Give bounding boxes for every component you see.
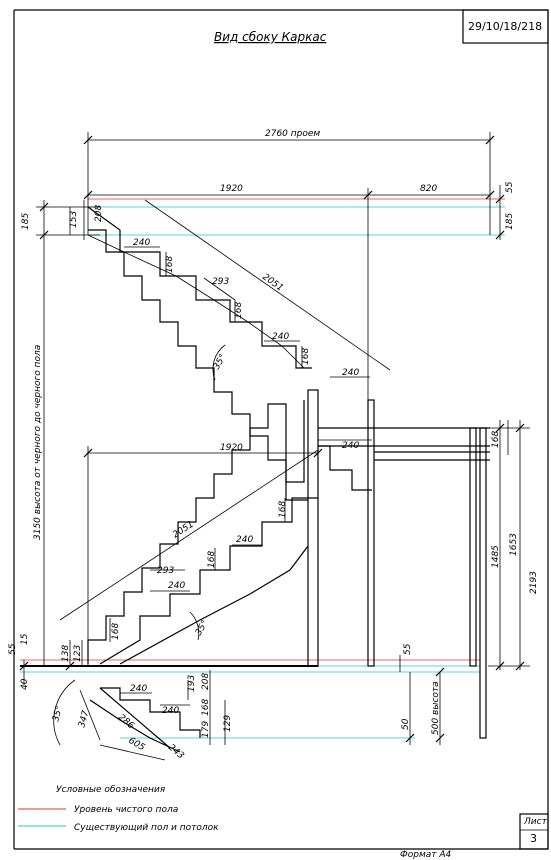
dim-angle-35-c: 35° [51, 705, 65, 723]
sheet-label: Лист [523, 817, 548, 827]
dim-left-55: 55 [8, 643, 18, 655]
dim-flight-2051-a: 2051 [260, 272, 284, 293]
dim-left-123: 123 [73, 645, 83, 662]
dim-top-185-right: 185 [505, 213, 515, 230]
right-dimensions [488, 420, 530, 671]
dim-d-193: 193 [187, 675, 197, 692]
landing-frame [307, 389, 490, 739]
dim-opening: 2760 проем [265, 129, 320, 139]
dim-left-40: 40 [20, 678, 30, 690]
dim-detail-240-a: 240 [130, 684, 147, 694]
dim-height-label: 3150 высота от черного до черного пола [33, 345, 43, 540]
dim-lower-run: 1920 [220, 443, 243, 453]
drawing-frame [13, 9, 549, 850]
dim-d-243: 243 [166, 743, 186, 762]
dim-detail-240-b: 240 [162, 706, 179, 716]
dim-d-605: 605 [127, 736, 147, 753]
dim-d-347: 347 [77, 709, 91, 728]
dim-mid-50: 50 [401, 718, 411, 730]
lower-stringer [59, 403, 319, 665]
dim-lower-168-c: 168 [278, 501, 288, 518]
dim-left-15: 15 [20, 633, 30, 645]
dim-d-500: 500 высота [431, 681, 441, 735]
drawing-title: Вид сбоку Каркас [214, 30, 327, 44]
dim-r-1485: 1485 [491, 545, 501, 568]
dim-d-179: 179 [201, 721, 211, 738]
dim-top-208: 208 [94, 205, 104, 222]
dim-top-55: 55 [505, 181, 515, 193]
dim-lower-240-a: 240 [168, 581, 185, 591]
dim-lower-168-a: 168 [111, 623, 121, 640]
dim-step-293-a: 293 [212, 277, 229, 287]
dim-d-168: 168 [201, 699, 211, 716]
dim-upper-right: 820 [420, 184, 437, 194]
drawing-stamp: 29/10/18/218 [468, 20, 542, 33]
dim-top-153: 153 [69, 211, 79, 228]
sheet-number: 3 [530, 832, 537, 845]
dim-lower-168-b: 168 [207, 551, 217, 568]
dim-d-208: 208 [201, 673, 211, 690]
left-top-dimensions [36, 200, 100, 665]
dim-upper-run: 1920 [220, 184, 243, 194]
dim-tread-240-c: 240 [342, 368, 359, 378]
floor-level-lines [20, 198, 505, 739]
dim-flight-2051-b: 2051 [171, 520, 196, 541]
dim-mid-55: 55 [403, 643, 413, 655]
legend-heading: Условные обозначения [56, 785, 166, 795]
upper-step-dims [124, 199, 391, 381]
dim-left-138: 138 [61, 645, 71, 662]
dim-d-129: 129 [223, 715, 233, 732]
dim-lower-293: 293 [157, 566, 174, 576]
legend-item-existing-floor: Существующий пол и потолок [74, 823, 219, 833]
dim-riser-168-a: 168 [165, 256, 175, 273]
dim-r-2193: 2193 [529, 571, 539, 594]
lower-step-dims [109, 498, 286, 642]
dim-top-185-left: 185 [21, 213, 31, 230]
dim-tread-240-a: 240 [133, 238, 150, 248]
dim-riser-168-c: 168 [301, 348, 311, 365]
dim-r-1653: 1653 [509, 533, 519, 556]
upper-stringer [87, 206, 312, 483]
lower-height-dims [405, 667, 445, 745]
dim-landing-240: 240 [342, 441, 359, 451]
dim-angle-35-a: 35° [212, 353, 229, 372]
dim-r-168: 168 [491, 431, 501, 448]
format-label: Формат А4 [400, 850, 452, 860]
dim-tread-240-b: 240 [272, 332, 289, 342]
dim-riser-168-b: 168 [234, 302, 244, 319]
dim-lower-240-b: 240 [236, 535, 253, 545]
detail-view [53, 670, 226, 761]
lower-dimensions [83, 446, 323, 666]
upper-dimensions [83, 132, 505, 400]
legend-item-floor-level: Уровень чистого пола [74, 805, 178, 815]
